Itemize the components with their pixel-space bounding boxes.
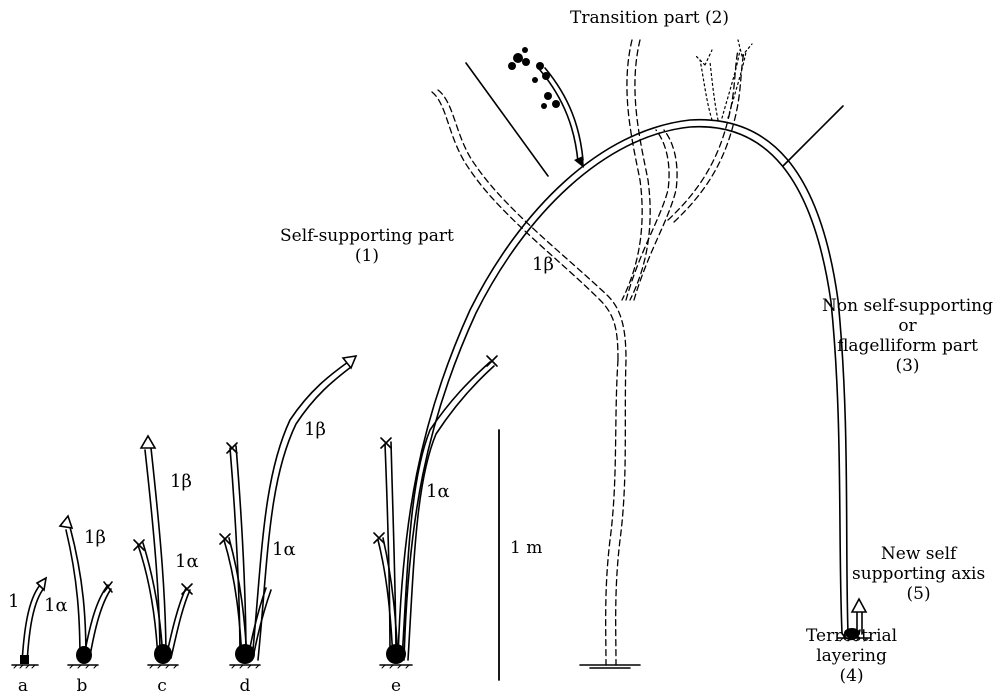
self-supporting-line1: Self-supporting part (280, 226, 454, 246)
dashed-branches (432, 40, 744, 665)
new-axis-label: New self supporting axis (5) (852, 544, 985, 604)
stage-label-a: a (11, 676, 35, 696)
stage-label-b: b (70, 676, 94, 696)
terrestrial-line2: layering (806, 646, 897, 666)
axis-label-big-1beta: 1β (532, 255, 554, 275)
axis-label-e-1alpha: 1α (426, 482, 450, 502)
stage-e-plant (374, 120, 848, 664)
new-axis-line3: (5) (852, 584, 985, 604)
terrestrial-line1: Terrestrial (806, 626, 897, 646)
ground-marks (12, 638, 870, 668)
new-axis-line2: supporting axis (852, 564, 985, 584)
transition-label: Transition part (2) (570, 8, 729, 28)
non-self-line3: flagelliform part (822, 336, 993, 356)
stage-a-plant (20, 578, 46, 664)
self-supporting-label: Self-supporting part (1) (280, 226, 454, 266)
axis-label-d-1beta: 1β (304, 420, 326, 440)
axis-label-c-1alpha: 1α (175, 552, 199, 572)
axis-label-a-1: 1 (8, 592, 19, 612)
self-supporting-line2: (1) (280, 246, 454, 266)
stage-label-e: e (384, 676, 408, 696)
axis-label-b-1beta: 1β (84, 528, 106, 548)
non-self-line4: (3) (822, 356, 993, 376)
axis-label-b-1alpha: 1α (44, 596, 68, 616)
new-axis-line1: New self (852, 544, 985, 564)
axis-label-c-1beta: 1β (170, 472, 192, 492)
non-self-line1: Non self-supporting (822, 296, 993, 316)
boundary-line-right (783, 106, 843, 166)
non-self-line2: or (822, 316, 993, 336)
dotted-crown (695, 40, 752, 120)
terrestrial-label: Terrestrial layering (4) (806, 626, 897, 686)
scale-label: 1 m (510, 538, 542, 558)
stage-label-c: c (150, 676, 174, 696)
stage-d-plant (220, 356, 356, 664)
axis-label-d-1alpha: 1α (272, 540, 296, 560)
leafy-branch (508, 47, 584, 168)
non-self-supporting-label: Non self-supporting or flagelliform part… (822, 296, 993, 376)
terrestrial-line3: (4) (806, 666, 897, 686)
stage-label-d: d (233, 676, 257, 696)
